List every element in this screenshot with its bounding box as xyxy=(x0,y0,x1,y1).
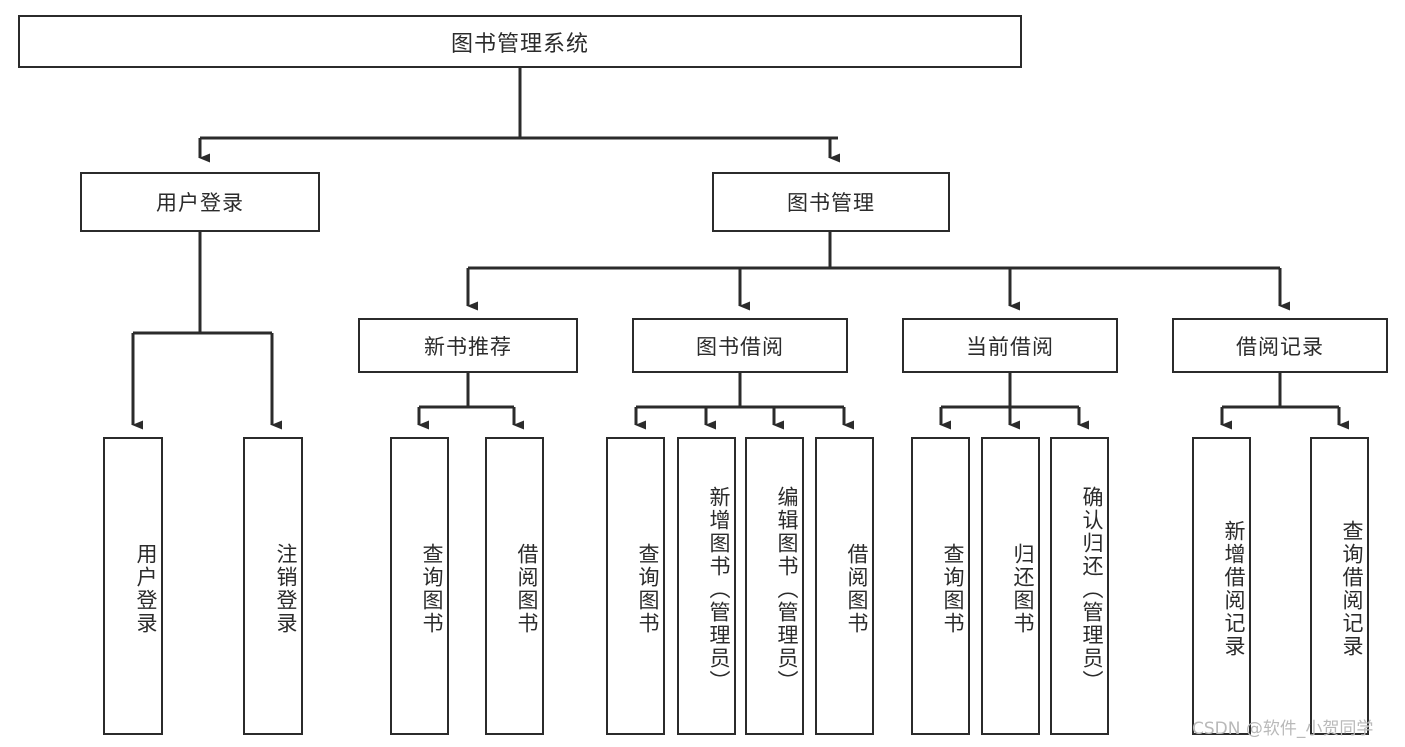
node-book-borrow[interactable]: 图书借阅 xyxy=(632,318,848,373)
node-new-book-recommend[interactable]: 新书推荐 xyxy=(358,318,578,373)
leaf-current-borrow-return[interactable]: 归还图书 xyxy=(981,437,1040,735)
leaf-book-borrow-edit-admin[interactable]: 编辑图书（管理员） xyxy=(745,437,804,735)
leaf-user-login-signout[interactable]: 注销登录 xyxy=(243,437,303,735)
csdn-watermark: CSDN @软件_小贺同学 xyxy=(1192,719,1374,739)
node-book-management[interactable]: 图书管理 xyxy=(712,172,950,232)
leaf-book-borrow-borrow[interactable]: 借阅图书 xyxy=(815,437,874,735)
node-current-borrow[interactable]: 当前借阅 xyxy=(902,318,1118,373)
leaf-current-borrow-query[interactable]: 查询图书 xyxy=(911,437,970,735)
leaf-new-book-borrow[interactable]: 借阅图书 xyxy=(485,437,544,735)
leaf-book-borrow-add-admin[interactable]: 新增图书（管理员） xyxy=(677,437,736,735)
leaf-current-borrow-confirm-admin[interactable]: 确认归还（管理员） xyxy=(1050,437,1109,735)
leaf-borrow-record-query[interactable]: 查询借阅记录 xyxy=(1310,437,1369,735)
leaf-new-book-query[interactable]: 查询图书 xyxy=(390,437,449,735)
node-user-login[interactable]: 用户登录 xyxy=(80,172,320,232)
leaf-user-login-signin[interactable]: 用户登录 xyxy=(103,437,163,735)
node-borrow-record[interactable]: 借阅记录 xyxy=(1172,318,1388,373)
leaf-borrow-record-add[interactable]: 新增借阅记录 xyxy=(1192,437,1251,735)
leaf-book-borrow-query[interactable]: 查询图书 xyxy=(606,437,665,735)
node-root-system[interactable]: 图书管理系统 xyxy=(18,15,1022,68)
